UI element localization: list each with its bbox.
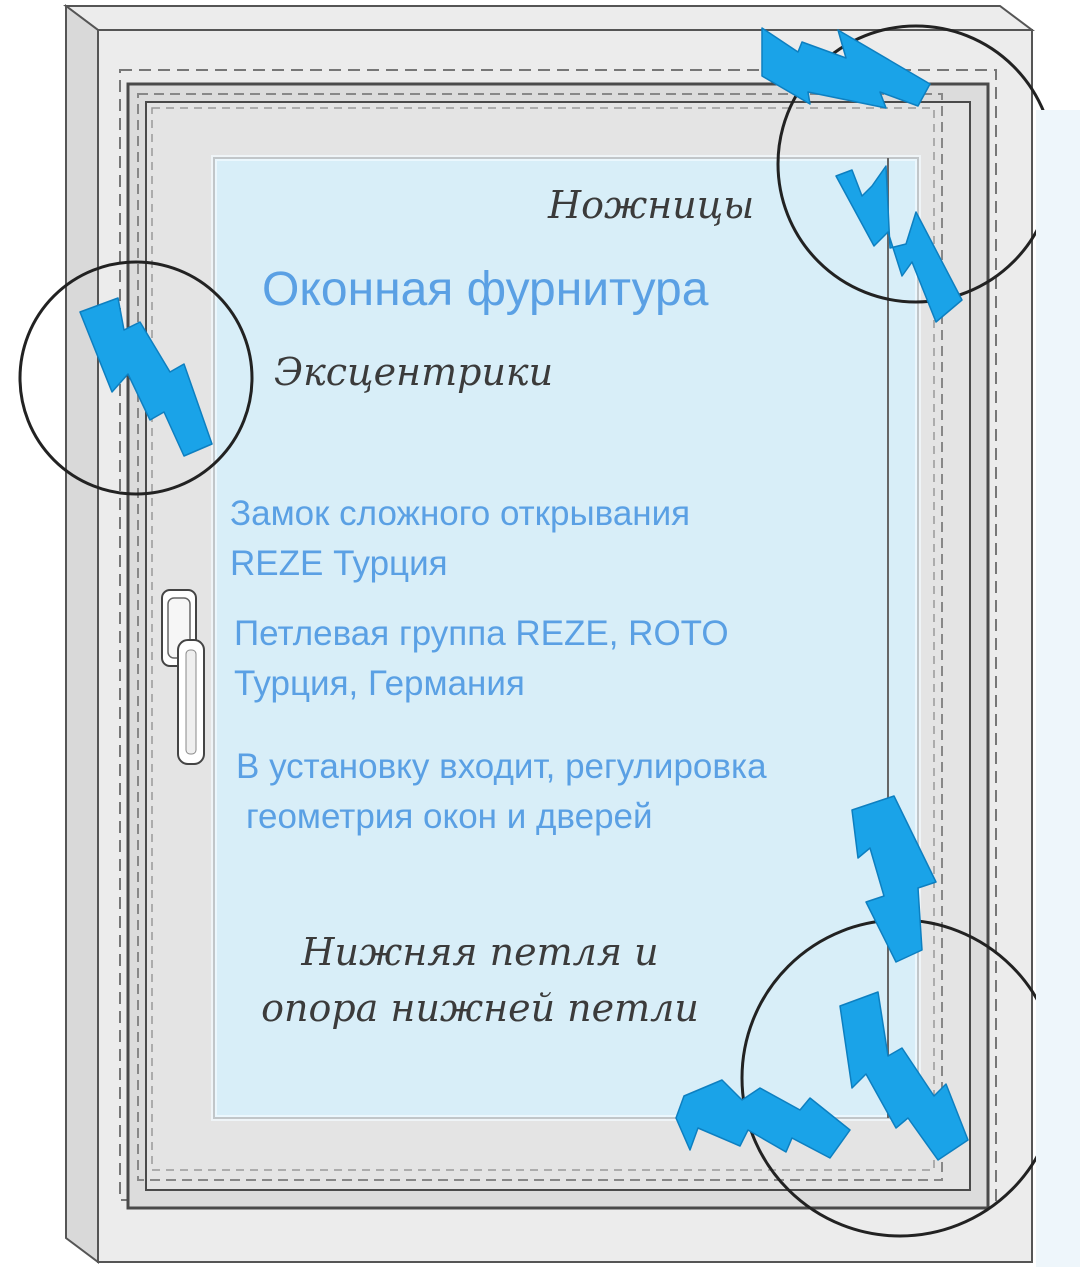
bottom-hinge-label-line2: опора нижней петли — [261, 986, 699, 1030]
lock-info-line2: REZE Турция — [230, 544, 448, 583]
bottom-hinge-arrow-diagonal — [839, 991, 969, 1161]
eccentrics-arrow — [79, 297, 213, 457]
hinge-group-info-line2: Турция, Германия — [234, 664, 525, 703]
installation-info-line2: геометрия окон и дверей — [246, 797, 653, 836]
eccentrics-label: Эксцентрики — [274, 350, 554, 394]
frame-left-edge — [65, 4, 99, 1264]
installation-info: В установку входит, регулировка геометри… — [236, 742, 767, 842]
right-strip — [1036, 110, 1080, 1267]
bottom-hinge-arrow-horizontal — [675, 1079, 851, 1159]
hardware-groove-line — [137, 93, 943, 1181]
window-handle — [161, 589, 205, 765]
bottom-hinge-label-line1: Нижняя петля и — [301, 930, 659, 974]
bottom-hinge-label: Нижняя петля и опора нижней петли — [230, 924, 730, 1036]
page-title: Оконная фурнитура — [262, 263, 709, 316]
hinge-group-info-line1: Петлевая группа REZE, ROTO — [234, 614, 729, 653]
hinge-arrow-vertical — [851, 795, 937, 963]
lock-info: Замок сложного открывания REZE Турция — [230, 489, 690, 589]
installation-info-line1: В установку входит, регулировка — [236, 747, 767, 786]
scissors-arrow-horizontal — [761, 27, 931, 109]
lock-info-line1: Замок сложного открывания — [230, 494, 691, 533]
hinge-group-info: Петлевая группа REZE, ROTO Турция, Герма… — [234, 609, 729, 709]
inner-seal-line — [151, 107, 935, 1171]
glass-highlight — [211, 155, 921, 1121]
frame-top-edge — [63, 5, 1035, 31]
scissors-arrow-vertical — [835, 165, 963, 323]
scissors-label: Ножницы — [548, 183, 755, 227]
eccentrics-zone-circle — [18, 260, 254, 496]
